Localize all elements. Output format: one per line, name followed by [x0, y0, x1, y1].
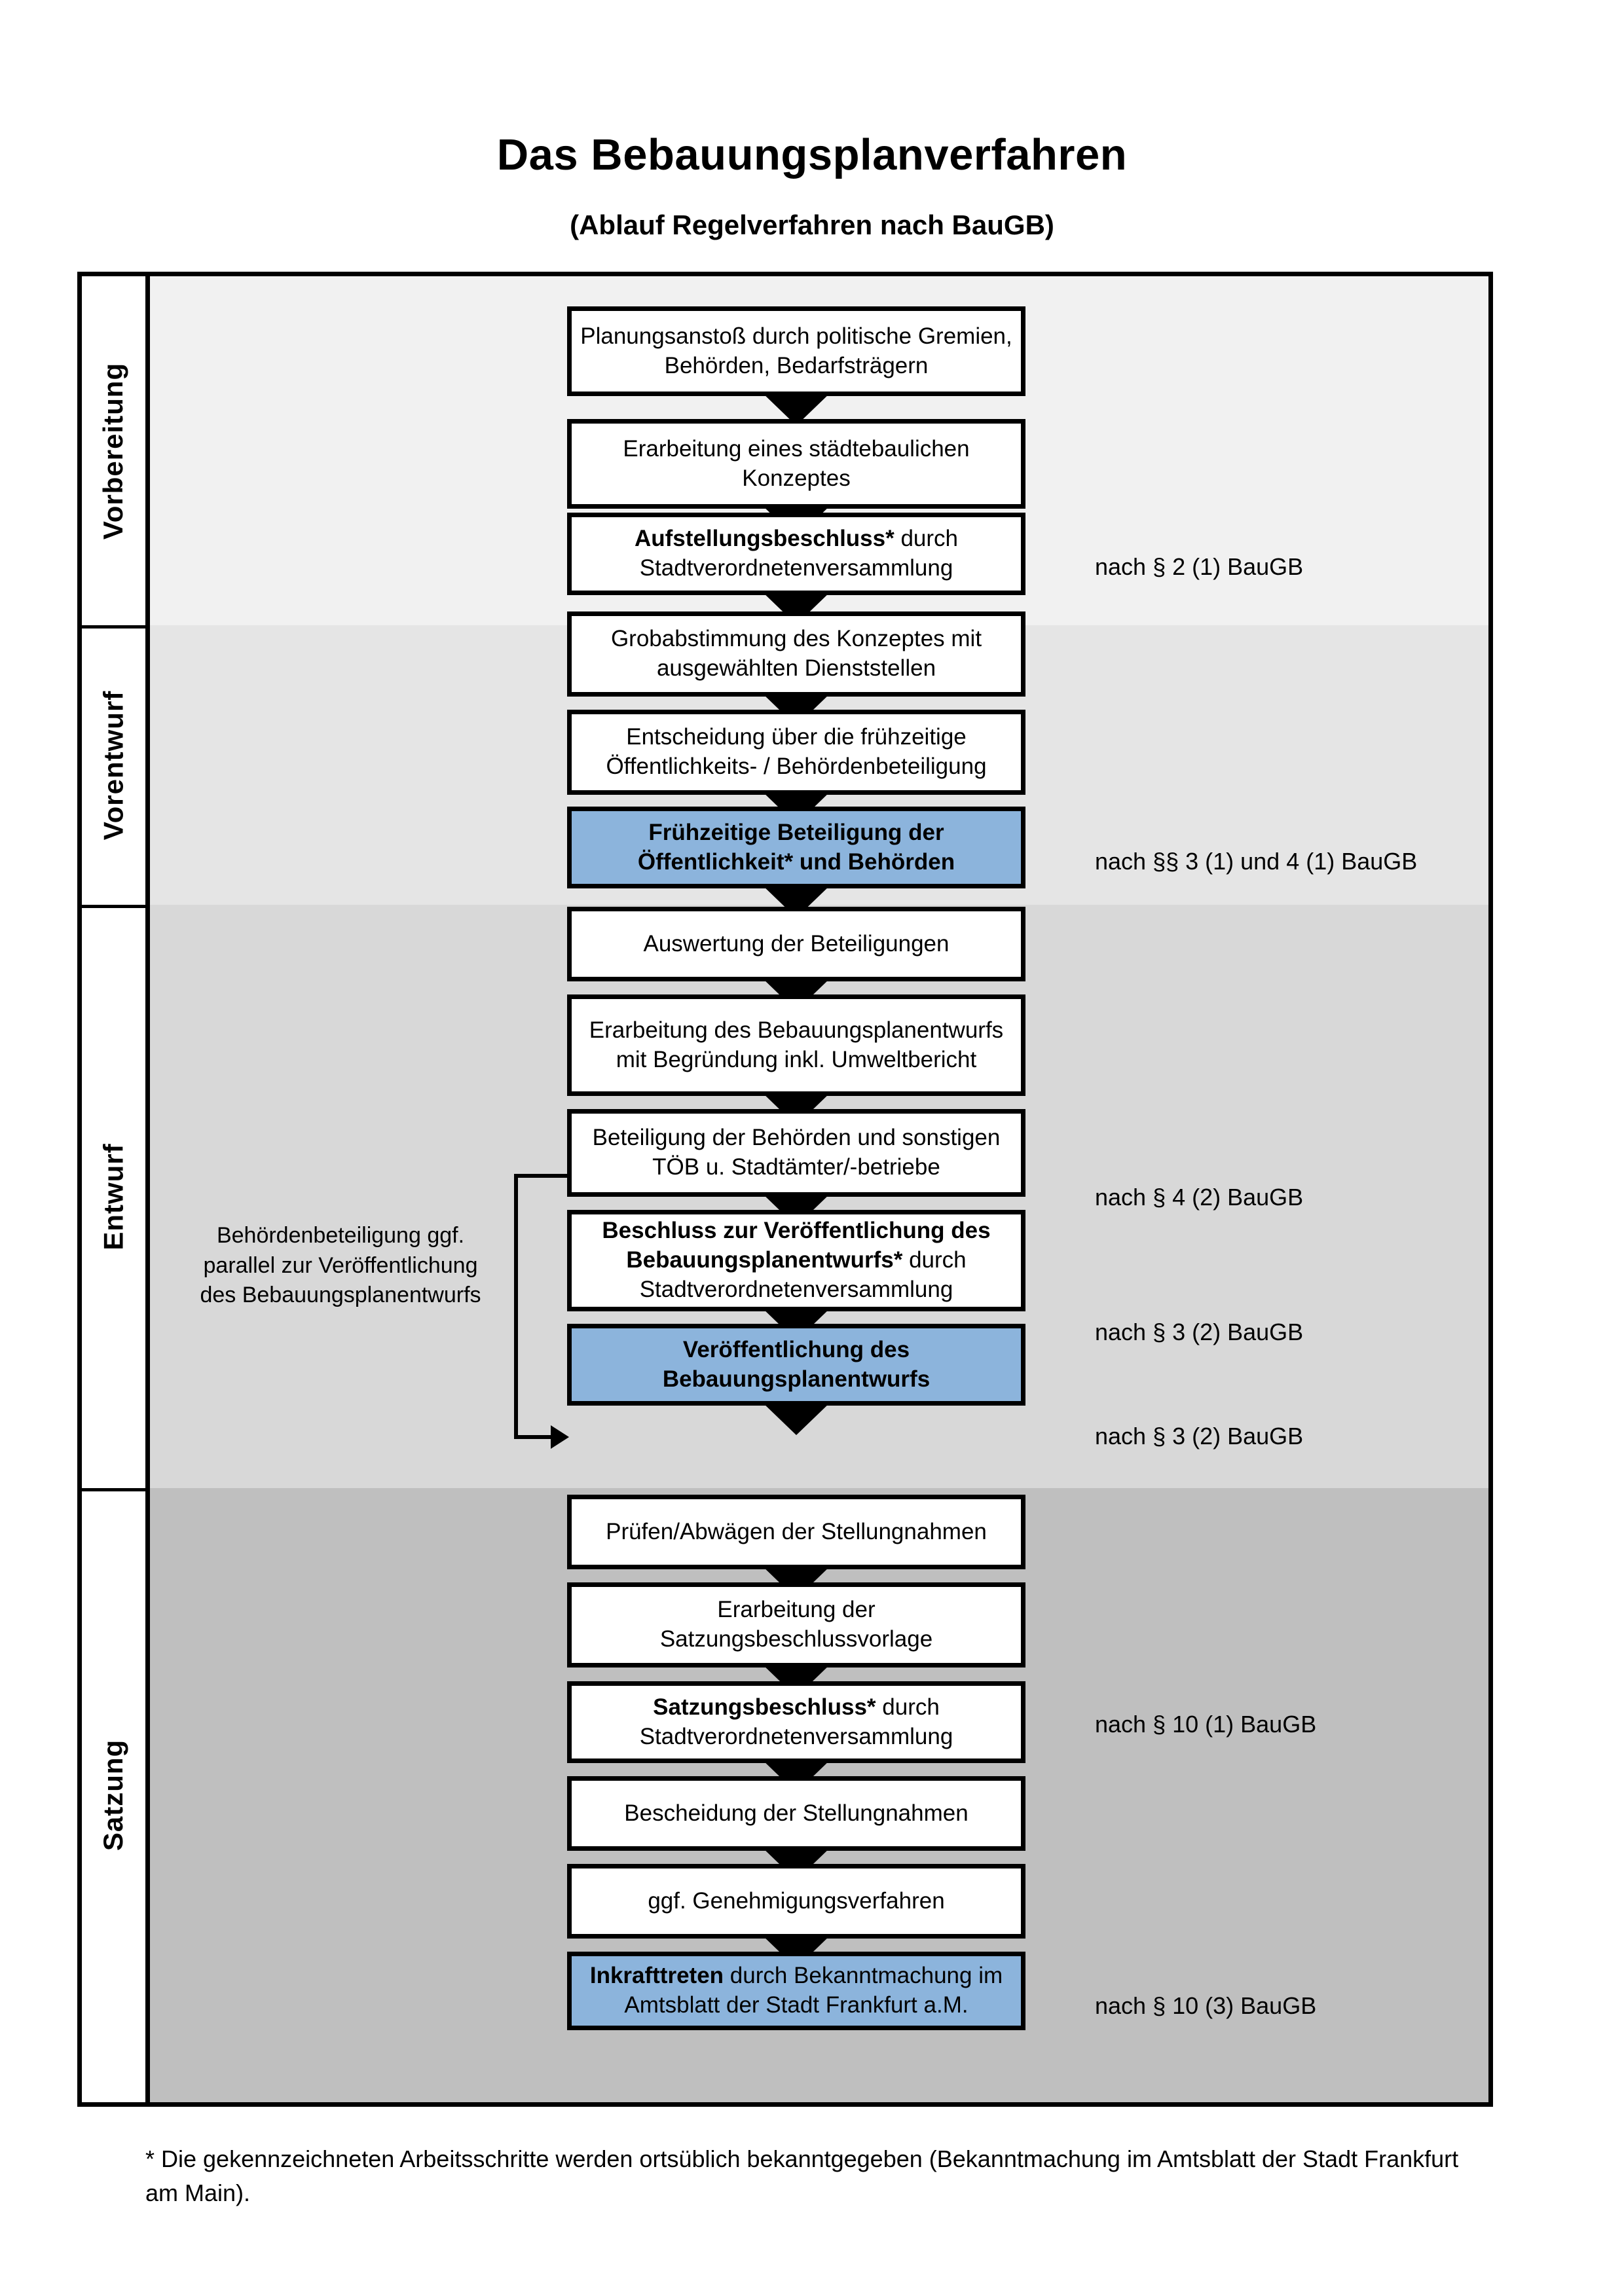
stage-label-text: Vorbereitung — [98, 362, 129, 539]
process-step-label: Prüfen/Abwägen der Stellungnahmen — [606, 1518, 987, 1544]
process-step-fruehzeitige-beteiligung: Frühzeitige Beteiligung der Öffentlichke… — [567, 807, 1025, 888]
law-reference-ref-par-10-3: nach § 10 (3) BauGB — [1095, 1992, 1317, 2019]
process-step-label: Erarbeitung eines städtebaulichen Konzep… — [623, 435, 970, 491]
process-step-label: ggf. Genehmigungsverfahren — [648, 1887, 945, 1914]
bracket-top-segment — [514, 1174, 570, 1178]
process-step-grobabstimmung: Grobabstimmung des Konzeptes mit ausgewä… — [567, 611, 1025, 697]
stage-label-text: Entwurf — [98, 1142, 129, 1250]
law-reference-ref-par-3-1-4-1: nach §§ 3 (1) und 4 (1) BauGB — [1095, 848, 1418, 875]
process-step-label: Entscheidung über die frühzeitige Öffent… — [606, 724, 987, 779]
process-step-erarbeitung-entwurf: Erarbeitung des Bebauungsplanentwurfs mi… — [567, 994, 1025, 1096]
process-step-label: Planungsanstoß durch politische Gremien,… — [580, 323, 1012, 378]
process-step-label: Erarbeitung der Satzungsbeschlussvorlage — [659, 1597, 933, 1652]
process-step-auswertung-beteiligungen: Auswertung der Beteiligungen — [567, 907, 1025, 981]
stage-label-vorentwurf: Vorentwurf — [82, 625, 145, 905]
process-step-pruefen-abwaegen: Prüfen/Abwägen der Stellungnahmen — [567, 1495, 1025, 1569]
process-step-label: Frühzeitige Beteiligung der Öffentlichke… — [637, 819, 955, 875]
process-step-label: Satzungsbeschluss* durch Stadtverordnete… — [639, 1694, 953, 1749]
process-step-label: Erarbeitung des Bebauungsplanentwurfs mi… — [589, 1017, 1004, 1072]
process-step-satzungsbeschlussvorlage: Erarbeitung der Satzungsbeschlussvorlage — [567, 1582, 1025, 1667]
process-step-beschluss-veroeffentlichung: Beschluss zur Veröffentlichung des Bebau… — [567, 1210, 1025, 1311]
diagram-frame — [77, 272, 1493, 2107]
process-step-label: Aufstellungsbeschluss* durch Stadtverord… — [634, 526, 959, 581]
stage-label-text: Vorentwurf — [98, 690, 129, 840]
stage-label-entwurf: Entwurf — [82, 905, 145, 1488]
process-step-genehmigungsverfahren: ggf. Genehmigungsverfahren — [567, 1864, 1025, 1939]
process-step-beteiligung-behoerden-toeb: Beteiligung der Behörden und sonstigen T… — [567, 1109, 1025, 1197]
process-step-label: Grobabstimmung des Konzeptes mit ausgewä… — [610, 626, 982, 681]
stage-label-text: Satzung — [98, 1739, 129, 1851]
process-step-staedtebauliches-konzept: Erarbeitung eines städtebaulichen Konzep… — [567, 419, 1025, 509]
page-title: Das Bebauungsplanverfahren — [496, 130, 1128, 179]
process-step-label: Bescheidung der Stellungnahmen — [624, 1800, 969, 1826]
stage-separator-entwurf — [82, 905, 145, 908]
stage-separator-vorentwurf — [82, 625, 145, 629]
stage-label-vorbereitung: Vorbereitung — [82, 276, 145, 625]
bracket-bottom-segment — [514, 1435, 552, 1439]
process-step-label: Beteiligung der Behörden und sonstigen T… — [592, 1125, 1001, 1180]
page-subtitle: (Ablauf Regelverfahren nach BauGB) — [570, 210, 1054, 240]
process-step-satzungsbeschluss: Satzungsbeschluss* durch Stadtverordnete… — [567, 1681, 1025, 1763]
law-reference-ref-par-2-1: nach § 2 (1) BauGB — [1095, 553, 1304, 580]
parallel-process-note: Behördenbeteiligung ggf. parallel zur Ve… — [200, 1223, 481, 1308]
flow-arrow-down-icon — [761, 1401, 832, 1435]
process-step-aufstellungsbeschluss: Aufstellungsbeschluss* durch Stadtverord… — [567, 513, 1025, 595]
process-step-entscheidung-fruehzeitige: Entscheidung über die frühzeitige Öffent… — [567, 710, 1025, 795]
bracket-arrowhead-icon — [551, 1425, 569, 1449]
process-step-label: Auswertung der Beteiligungen — [643, 930, 950, 957]
law-reference-ref-par-10-1: nach § 10 (1) BauGB — [1095, 1711, 1317, 1738]
law-reference-ref-par-3-2-b: nach § 3 (2) BauGB — [1095, 1423, 1304, 1449]
process-step-label: Beschluss zur Veröffentlichung des Bebau… — [602, 1218, 991, 1302]
stage-label-satzung: Satzung — [82, 1488, 145, 2102]
process-step-label: Inkrafttreten durch Bekanntmachung im Am… — [589, 1963, 1003, 2018]
process-step-veroeffentlichung-entwurf: Veröffentlichung des Bebauungsplanentwur… — [567, 1324, 1025, 1406]
process-step-bescheidung-stellungnahmen: Bescheidung der Stellungnahmen — [567, 1776, 1025, 1851]
process-step-planungsanstoss: Planungsanstoß durch politische Gremien,… — [567, 306, 1025, 396]
bracket-vertical-segment — [514, 1174, 518, 1439]
stage-label-divider — [145, 272, 150, 2107]
process-step-inkrafttreten: Inkrafttreten durch Bekanntmachung im Am… — [567, 1952, 1025, 2030]
law-reference-ref-par-4-2: nach § 4 (2) BauGB — [1095, 1184, 1304, 1211]
stage-separator-satzung — [82, 1488, 145, 1491]
law-reference-ref-par-3-2-a: nach § 3 (2) BauGB — [1095, 1319, 1304, 1345]
footnote-text: * Die gekennzeichneten Arbeitsschritte w… — [145, 2145, 1459, 2207]
process-step-label: Veröffentlichung des Bebauungsplanentwur… — [662, 1336, 931, 1392]
